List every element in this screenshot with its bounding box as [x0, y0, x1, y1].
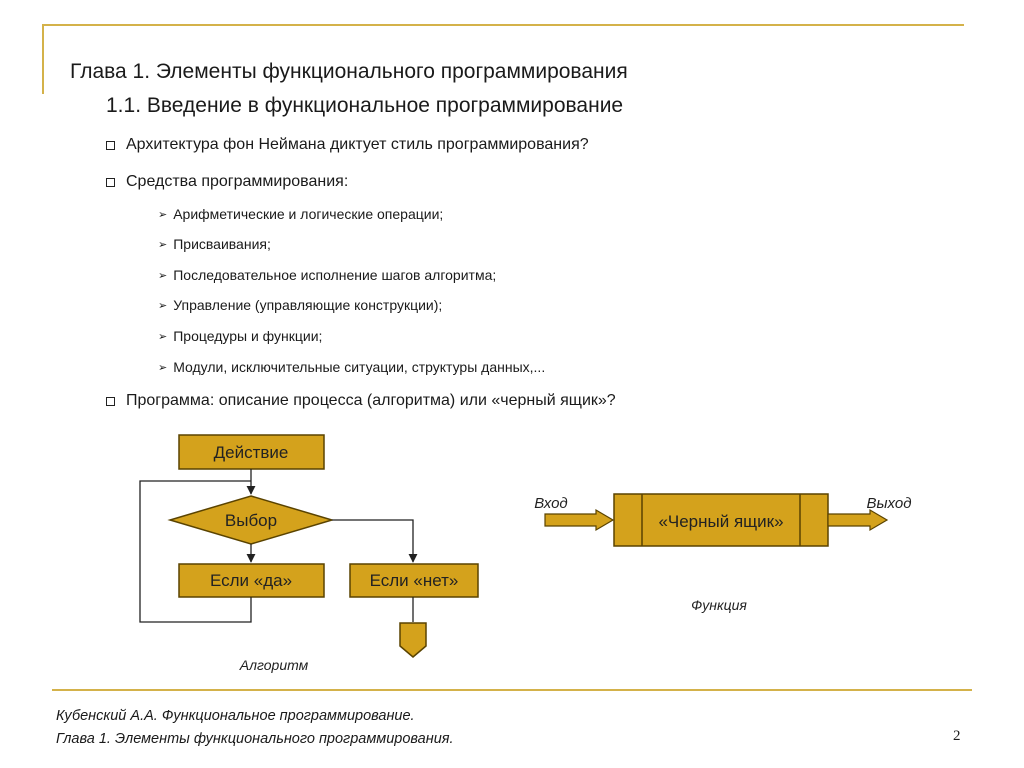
- sub-bullet-text: Процедуры и функции;: [173, 328, 323, 344]
- bullet-item: Средства программирования:: [106, 173, 348, 191]
- black-box: [613, 493, 829, 547]
- bullet-item: Программа: описание процесса (алгоритма)…: [106, 392, 616, 410]
- sub-bullet-text: Присваивания;: [173, 236, 271, 252]
- input-arrow: [544, 508, 615, 532]
- bullet-text: Средства программирования:: [126, 173, 349, 190]
- bullet-text: Архитектура фон Неймана диктует стиль пр…: [126, 136, 589, 153]
- choice-label: Выбор: [225, 511, 277, 530]
- slide-title: Глава 1. Элементы функционального програ…: [70, 60, 628, 83]
- arrow-bullet-icon: ➢: [158, 330, 168, 343]
- action-box: [178, 434, 325, 470]
- bullet-text: Программа: описание процесса (алгоритма)…: [126, 392, 616, 409]
- algorithm-caption: Алгоритм: [239, 657, 309, 673]
- flow-arrow: [332, 519, 418, 563]
- checkbox-bullet-icon: [106, 396, 115, 406]
- arrow-bullet-icon: ➢: [158, 269, 168, 282]
- arrow-bullet-icon: ➢: [158, 361, 168, 374]
- page-number: 2: [953, 728, 961, 744]
- sub-bullet-item: ➢ Последовательное исполнение шагов алго…: [158, 267, 496, 283]
- if-no-label: Если «нет»: [370, 571, 459, 590]
- left-rule: [42, 24, 44, 94]
- sub-bullet-text: Последовательное исполнение шагов алгори…: [173, 267, 497, 283]
- arrow-bullet-icon: ➢: [158, 238, 168, 251]
- sub-bullet-item: ➢ Арифметические и логические операции;: [158, 206, 443, 222]
- sub-bullet-item: ➢ Модули, исключительные ситуации, струк…: [158, 359, 545, 375]
- footer-line-2: Глава 1. Элементы функционального програ…: [56, 731, 454, 747]
- top-rule: [42, 24, 964, 26]
- slide-subtitle: 1.1. Введение в функциональное программи…: [106, 94, 624, 117]
- sub-bullet-item: ➢ Управление (управляющие конструкции);: [158, 297, 442, 313]
- exit-connector: [399, 622, 427, 658]
- sub-bullet-item: ➢ Присваивания;: [158, 236, 271, 252]
- black-box-label: «Черный ящик»: [658, 512, 783, 531]
- sub-bullet-text: Управление (управляющие конструкции);: [173, 297, 443, 313]
- function-caption: Функция: [691, 597, 747, 613]
- footer-rule: [52, 689, 972, 691]
- sub-bullet-item: ➢ Процедуры и функции;: [158, 328, 322, 344]
- loop-back-line: [139, 480, 252, 623]
- arrow-bullet-icon: ➢: [158, 299, 168, 312]
- arrow-bullet-icon: ➢: [158, 208, 168, 221]
- if-no-box: [349, 563, 479, 598]
- bullet-item: Архитектура фон Неймана диктует стиль пр…: [106, 136, 589, 154]
- checkbox-bullet-icon: [106, 140, 115, 150]
- checkbox-bullet-icon: [106, 177, 115, 187]
- algorithm-diagram: Действие Выбор Если «да» Если «нет» Алго…: [139, 434, 479, 673]
- output-arrow: [827, 508, 889, 532]
- sub-bullet-text: Арифметические и логические операции;: [173, 206, 444, 222]
- sub-bullet-text: Модули, исключительные ситуации, структу…: [173, 359, 546, 375]
- if-yes-label: Если «да»: [210, 571, 292, 590]
- output-label: Выход: [866, 495, 911, 512]
- if-yes-box: [178, 563, 325, 598]
- input-label: Вход: [534, 495, 567, 512]
- function-diagram: Вход «Черный ящик» Выход Функция: [534, 493, 912, 613]
- footer-line-1: Кубенский А.А. Функциональное программир…: [56, 708, 415, 724]
- action-label: Действие: [214, 443, 289, 462]
